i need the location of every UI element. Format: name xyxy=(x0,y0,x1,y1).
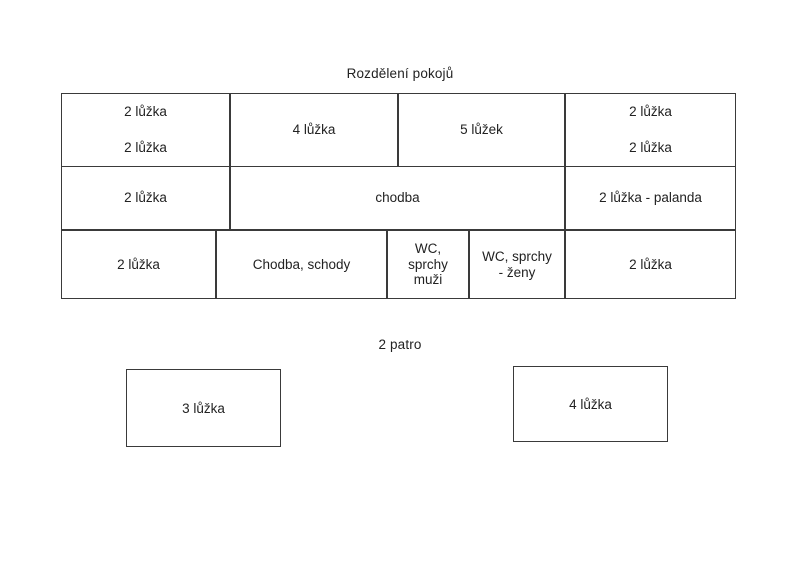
room-cell-2-beds-row3-left[interactable]: 2 lůžka xyxy=(61,230,216,299)
room-cell-2-beds-split-left[interactable]: 2 lůžka 2 lůžka xyxy=(61,93,230,167)
wc-men-line3: muži xyxy=(413,272,443,288)
room-cell-2-beds-lower-left: 2 lůžka xyxy=(124,129,167,166)
wc-men-label: WC, sprchy muži xyxy=(408,241,448,289)
corridor-cell-chodba[interactable]: chodba xyxy=(230,166,565,230)
room-cell-2-beds-row2[interactable]: 2 lůžka xyxy=(61,166,230,230)
wc-women-label: WC, sprchy - ženy xyxy=(482,249,552,281)
second-floor-label: 2 patro xyxy=(378,337,422,352)
wc-women-line2: - ženy xyxy=(498,264,536,280)
wc-showers-women-cell[interactable]: WC, sprchy - ženy xyxy=(469,230,565,299)
room-cell-2-beds-split-right[interactable]: 2 lůžka 2 lůžka xyxy=(565,93,736,167)
corridor-cell-chodba-schody[interactable]: Chodba, schody xyxy=(216,230,387,299)
room-cell-2-beds-row3-right[interactable]: 2 lůžka xyxy=(565,230,736,299)
wc-men-line2: sprchy xyxy=(408,256,448,272)
room-cell-2-beds-lower-right: 2 lůžka xyxy=(629,129,672,166)
room-box-4-beds[interactable]: 4 lůžka xyxy=(513,366,668,442)
floor1-room-grid: 2 lůžka 2 lůžka 4 lůžka 5 lůžek 2 lůžka … xyxy=(61,93,737,300)
room-cell-2-beds-upper-left: 2 lůžka xyxy=(124,104,167,120)
room-cell-4-beds[interactable]: 4 lůžka xyxy=(230,93,398,167)
wc-showers-men-cell[interactable]: WC, sprchy muži xyxy=(387,230,469,299)
room-cell-2-beds-upper-right: 2 lůžka xyxy=(629,104,672,120)
wc-men-line1: WC, xyxy=(414,240,442,256)
page-title: Rozdělení pokojů xyxy=(346,66,454,81)
room-cell-2-beds-bunk[interactable]: 2 lůžka - palanda xyxy=(565,166,736,230)
room-box-3-beds[interactable]: 3 lůžka xyxy=(126,369,281,447)
wc-women-line1: WC, sprchy xyxy=(482,248,552,264)
room-cell-5-beds[interactable]: 5 lůžek xyxy=(398,93,565,167)
